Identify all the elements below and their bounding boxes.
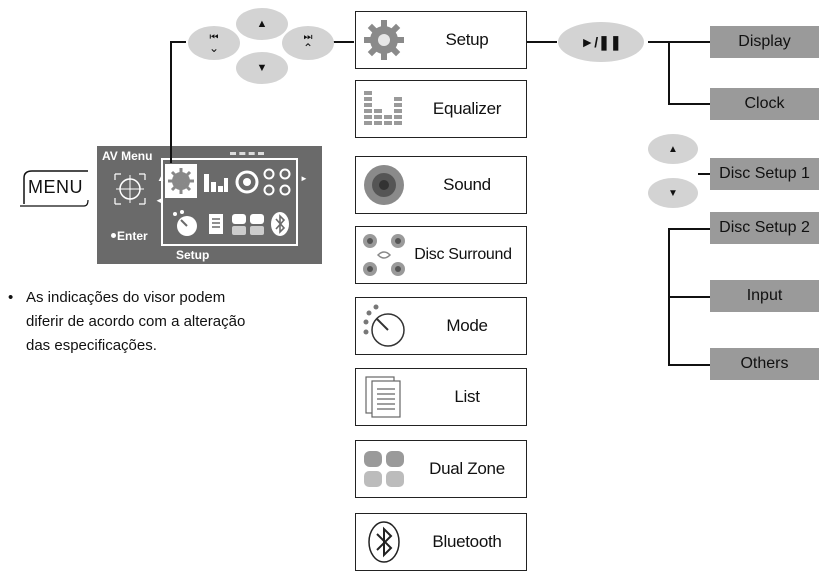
dial-icon xyxy=(363,304,405,347)
menu-item-dual-zone[interactable]: Dual Zone xyxy=(355,440,527,498)
up-arrow-icon: ▲ xyxy=(256,18,268,30)
down-arrow-icon: ▼ xyxy=(256,62,268,74)
prev-icon: ⏮ xyxy=(209,32,219,43)
menu-item-bluetooth[interactable]: Bluetooth xyxy=(355,513,527,571)
submenu-others[interactable]: Others xyxy=(710,348,819,380)
speaker-icon xyxy=(364,165,404,205)
enter-dot xyxy=(111,233,116,238)
screen-dash-indicator xyxy=(230,152,264,158)
gear-icon xyxy=(364,20,404,60)
submenu-disc-setup-1[interactable]: Disc Setup 1 xyxy=(710,158,819,190)
av-menu-title: AV Menu xyxy=(102,149,153,163)
submenu-input[interactable]: Input xyxy=(710,280,819,312)
enter-label: Enter xyxy=(117,229,148,243)
screen-bluetooth-icon xyxy=(271,212,289,236)
screen-selected-label: Setup xyxy=(176,248,210,262)
menu-button[interactable]: MENU xyxy=(18,168,90,208)
menu-item-label: Bluetooth xyxy=(432,532,502,551)
chevron-up-icon: ⌃ xyxy=(302,41,314,55)
prev-button[interactable]: ⏮ ⌄ xyxy=(188,26,240,60)
menu-item-label: Mode xyxy=(446,316,488,335)
joystick-icon xyxy=(114,173,146,205)
menu-item-label: Sound xyxy=(443,175,491,194)
menu-button-label: MENU xyxy=(28,177,83,197)
menu-item-label: Equalizer xyxy=(432,99,502,118)
screen-speaker-icon xyxy=(235,170,259,194)
menu-item-label: List xyxy=(454,387,480,406)
menu-item-equalizer[interactable]: Equalizer xyxy=(355,80,527,138)
menu-item-label: Disc Surround xyxy=(414,246,512,263)
dual-zone-icon xyxy=(364,451,404,487)
screen-up-arrow-icon: ▲ xyxy=(157,174,165,183)
screen-surround-icon xyxy=(263,168,291,196)
surround-icon xyxy=(363,234,405,276)
menu-item-label: Setup xyxy=(445,30,489,49)
down-button[interactable]: ▼ xyxy=(236,52,288,84)
screen-dial-icon xyxy=(173,210,197,236)
screen-equalizer-icon xyxy=(204,174,228,192)
menu-item-label: Dual Zone xyxy=(429,459,505,478)
up-arrow-icon: ▲ xyxy=(668,143,678,155)
note-body: As indicações do visor podem diferir de … xyxy=(26,289,246,354)
screen-dual-zone-icon xyxy=(232,214,264,235)
up-button[interactable]: ▲ xyxy=(236,8,288,40)
submenu-clock[interactable]: Clock xyxy=(710,88,819,120)
next-button[interactable]: ⏭ ⌃ xyxy=(282,26,334,60)
submenu-down-button[interactable]: ▼ xyxy=(648,178,698,208)
note-bullet: • xyxy=(8,289,14,306)
av-menu-screen: AV Menu Enter ◄ ► ▲ Setup xyxy=(97,146,322,264)
screen-list-icon xyxy=(209,214,223,234)
screen-right-arrow-icon: ► xyxy=(300,174,308,183)
down-arrow-icon: ▼ xyxy=(668,187,678,199)
screen-setup-icon xyxy=(165,164,197,198)
next-icon: ⏭ xyxy=(303,32,313,43)
submenu-disc-setup-2[interactable]: Disc Setup 2 xyxy=(710,212,819,244)
icon-selection-frame xyxy=(161,158,298,246)
equalizer-icon xyxy=(364,91,402,125)
play-pause-button[interactable]: ►/❚❚ xyxy=(558,22,644,62)
menu-item-list[interactable]: List xyxy=(355,368,527,426)
menu-item-mode[interactable]: Mode xyxy=(355,297,527,355)
note-text: • As indicações do visor podem diferir d… xyxy=(8,286,278,358)
screen-left-arrow-icon: ◄ xyxy=(155,196,163,205)
bluetooth-icon xyxy=(368,521,400,563)
menu-item-disc-surround[interactable]: Disc Surround xyxy=(355,226,527,284)
submenu-display[interactable]: Display xyxy=(710,26,819,58)
menu-item-sound[interactable]: Sound xyxy=(355,156,527,214)
menu-item-setup[interactable]: Setup xyxy=(355,11,527,69)
list-icon xyxy=(365,376,401,418)
submenu-up-button[interactable]: ▲ xyxy=(648,134,698,164)
chevron-down-icon: ⌄ xyxy=(208,41,220,55)
play-pause-icon: ►/❚❚ xyxy=(580,33,622,50)
